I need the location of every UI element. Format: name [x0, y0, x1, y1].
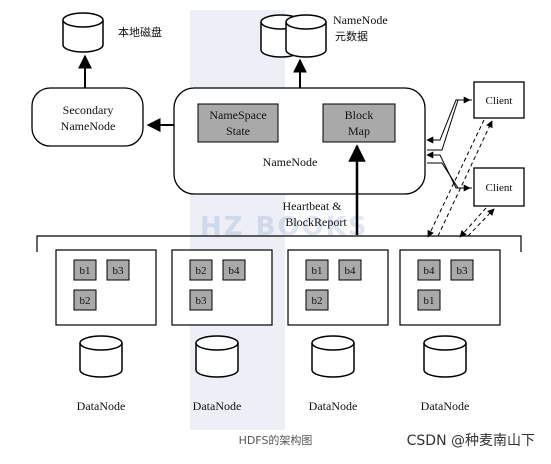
secondary-namenode-line1: Secondary: [63, 103, 114, 117]
block-label: b3: [196, 295, 208, 307]
block-label: b4: [424, 265, 436, 277]
block-label: b1: [80, 265, 91, 277]
figure-caption: HDFS的架构图: [238, 434, 313, 447]
namespace-state-box: [197, 103, 279, 143]
namespace-state-line1: NameSpace: [209, 108, 266, 122]
datanode-box: [287, 249, 389, 326]
block-map-line1: Block: [345, 108, 374, 122]
block-label: b2: [80, 295, 91, 307]
client-bottom-data-dashed-1: [459, 207, 487, 238]
block-b2: [305, 289, 329, 311]
client-top-to-namenode-line: [426, 99, 472, 144]
datanode-rack-bracket: [36, 235, 522, 252]
block-b1: [305, 259, 329, 281]
datanode-disk-cylinder: [311, 335, 355, 378]
datanode-disk-cylinder: [79, 335, 123, 378]
client-top-box: [473, 81, 525, 119]
namespace-state-line2: State: [226, 124, 250, 138]
block-b4: [417, 259, 441, 281]
secondary-namenode-box: [31, 87, 144, 147]
block-label: b3: [457, 265, 469, 277]
client-bottom-label: Client: [486, 182, 513, 194]
datanode-label: DataNode: [309, 399, 358, 413]
datanode-box: [55, 249, 157, 326]
datanode-disk-cylinder: [423, 335, 467, 378]
block-label: b4: [229, 265, 241, 277]
block-map-line2: Map: [348, 124, 370, 138]
block-b1: [73, 259, 97, 281]
namenode-metadata-cylinders: [260, 14, 327, 58]
block-b4: [222, 259, 246, 281]
block-b3: [450, 259, 474, 281]
secondary-namenode-line2: NameNode: [61, 119, 116, 133]
block-map-box: [322, 103, 396, 143]
client-bottom-data-dashed-2: [467, 208, 495, 237]
block-label: b1: [424, 295, 435, 307]
client-bottom-box: [473, 167, 525, 207]
block-b2: [189, 259, 213, 281]
datanode-label: DataNode: [193, 399, 242, 413]
datanode-label: DataNode: [77, 399, 126, 413]
local-disk-label: 本地磁盘: [118, 25, 162, 39]
block-label: b2: [312, 295, 323, 307]
heartbeat-label-line1: Heartbeat &: [283, 199, 343, 213]
datanode-box: [399, 249, 501, 326]
block-b4: [338, 259, 362, 281]
datanode-box: [171, 249, 273, 326]
block-b3: [189, 289, 213, 311]
client-top-data-dashed-2: [437, 120, 493, 237]
block-label: b4: [345, 265, 357, 277]
credit-text: CSDN @种麦南山下: [406, 433, 535, 449]
namenode-label: NameNode: [263, 155, 318, 169]
heartbeat-label-line2: BlockReport: [285, 215, 347, 229]
namenode-metadata-label-line2: 元数据: [335, 29, 368, 43]
local-disk-cylinder: [62, 12, 104, 53]
block-label: b2: [196, 265, 207, 277]
datanode-disk-cylinder: [195, 335, 239, 378]
namenode-to-client-bottom-line: [427, 162, 471, 192]
block-label: b1: [312, 265, 323, 277]
block-b2: [73, 289, 97, 311]
block-label: b3: [113, 265, 125, 277]
client-top-label: Client: [486, 95, 513, 107]
block-b3: [106, 259, 130, 281]
datanode-label: DataNode: [421, 399, 470, 413]
namenode-to-client-top-line: [427, 96, 471, 151]
client-top-data-dashed-1: [427, 119, 485, 238]
namenode-metadata-label-line1: NameNode: [333, 13, 388, 27]
block-b1: [417, 289, 441, 311]
